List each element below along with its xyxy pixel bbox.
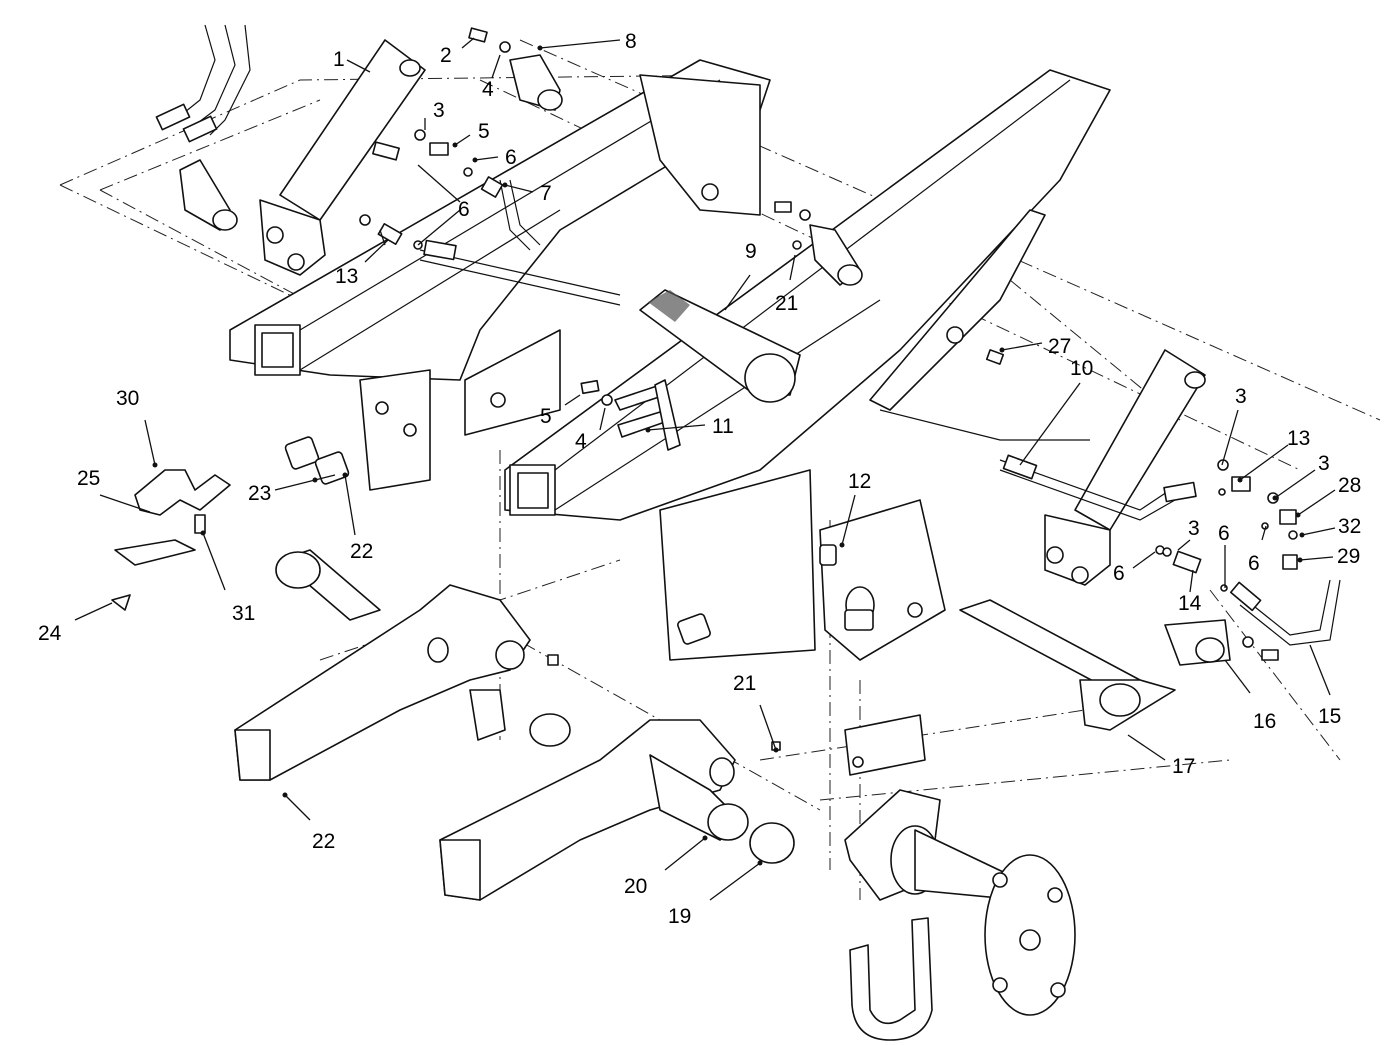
swing-arm-left	[234, 549, 571, 781]
axle-hub	[844, 714, 1076, 1041]
callout-1: 1	[333, 48, 345, 71]
center-mount	[819, 499, 946, 661]
main-frame-left	[229, 59, 771, 436]
pivot-tube	[959, 599, 1176, 731]
callout-6-c: 6	[1218, 522, 1230, 545]
main-frame-right	[504, 69, 1111, 521]
callout-30: 30	[116, 387, 139, 410]
callout-13: 13	[335, 265, 358, 288]
upper-bracket-plate	[639, 74, 761, 216]
leader-lines	[74, 37, 1336, 901]
callout-21-b: 21	[733, 672, 756, 695]
callout-12: 12	[848, 470, 871, 493]
side-crossmember	[869, 209, 1090, 441]
callout-25: 24	[38, 622, 62, 645]
callout-29: 29	[1337, 545, 1360, 568]
callout-8: 8	[625, 30, 637, 53]
callout-3-d: 3	[1188, 517, 1200, 540]
callout-21: 21	[775, 292, 798, 315]
hydraulic-cylinder-left	[259, 39, 426, 276]
callout-20: 20	[624, 875, 647, 898]
callout-4-b: 4	[575, 430, 587, 453]
hydraulic-cylinder-right	[1044, 349, 1206, 586]
swing-arm-right	[439, 719, 795, 901]
hose-clamp	[614, 379, 681, 451]
pivot-pins	[179, 54, 1231, 666]
callout-2: 2	[440, 44, 452, 67]
callout-14: 14	[1178, 592, 1202, 615]
callout-6-e: 6	[1113, 562, 1125, 585]
callout-28: 28	[1338, 474, 1361, 497]
callout-19: 19	[668, 905, 691, 928]
callout-17: 17	[1172, 755, 1195, 778]
callout-23: 22	[350, 540, 373, 563]
callout-3-c: 3	[1318, 452, 1330, 475]
callout-5-b: 5	[540, 405, 552, 428]
callout-22: 22	[312, 830, 335, 853]
bumper-bracket	[111, 469, 231, 611]
lower-bracket-plate	[359, 369, 816, 661]
callout-labels: 1 2 3 4 5 6 7 8 6 13 9 21 27 10 11 5 4 1…	[38, 30, 1361, 928]
callout-27: 27	[1048, 335, 1071, 358]
callout-13-b: 13	[1287, 427, 1310, 450]
callout-15: 15	[1318, 705, 1341, 728]
callout-11: 11	[712, 415, 734, 438]
callout-9: 9	[745, 240, 757, 263]
oil-filter	[639, 289, 801, 403]
callout-3-b: 3	[1235, 385, 1247, 408]
callout-7: 7	[540, 182, 552, 205]
hydraulic-hoses	[155, 24, 1341, 646]
callout-6-b: 6	[458, 198, 470, 221]
callout-24: 23	[248, 482, 271, 505]
callout-26: 25	[77, 467, 100, 490]
callout-10: 10	[1070, 357, 1093, 380]
callout-5: 5	[478, 120, 490, 143]
callout-32: 32	[1338, 515, 1361, 538]
callout-31: 31	[232, 602, 255, 625]
callout-6-d: 6	[1248, 552, 1260, 575]
callout-3: 3	[433, 99, 445, 122]
hydraulic-fittings	[359, 27, 1298, 751]
callout-4: 4	[482, 78, 494, 101]
callout-16: 16	[1253, 710, 1276, 733]
callout-6: 6	[505, 146, 517, 169]
